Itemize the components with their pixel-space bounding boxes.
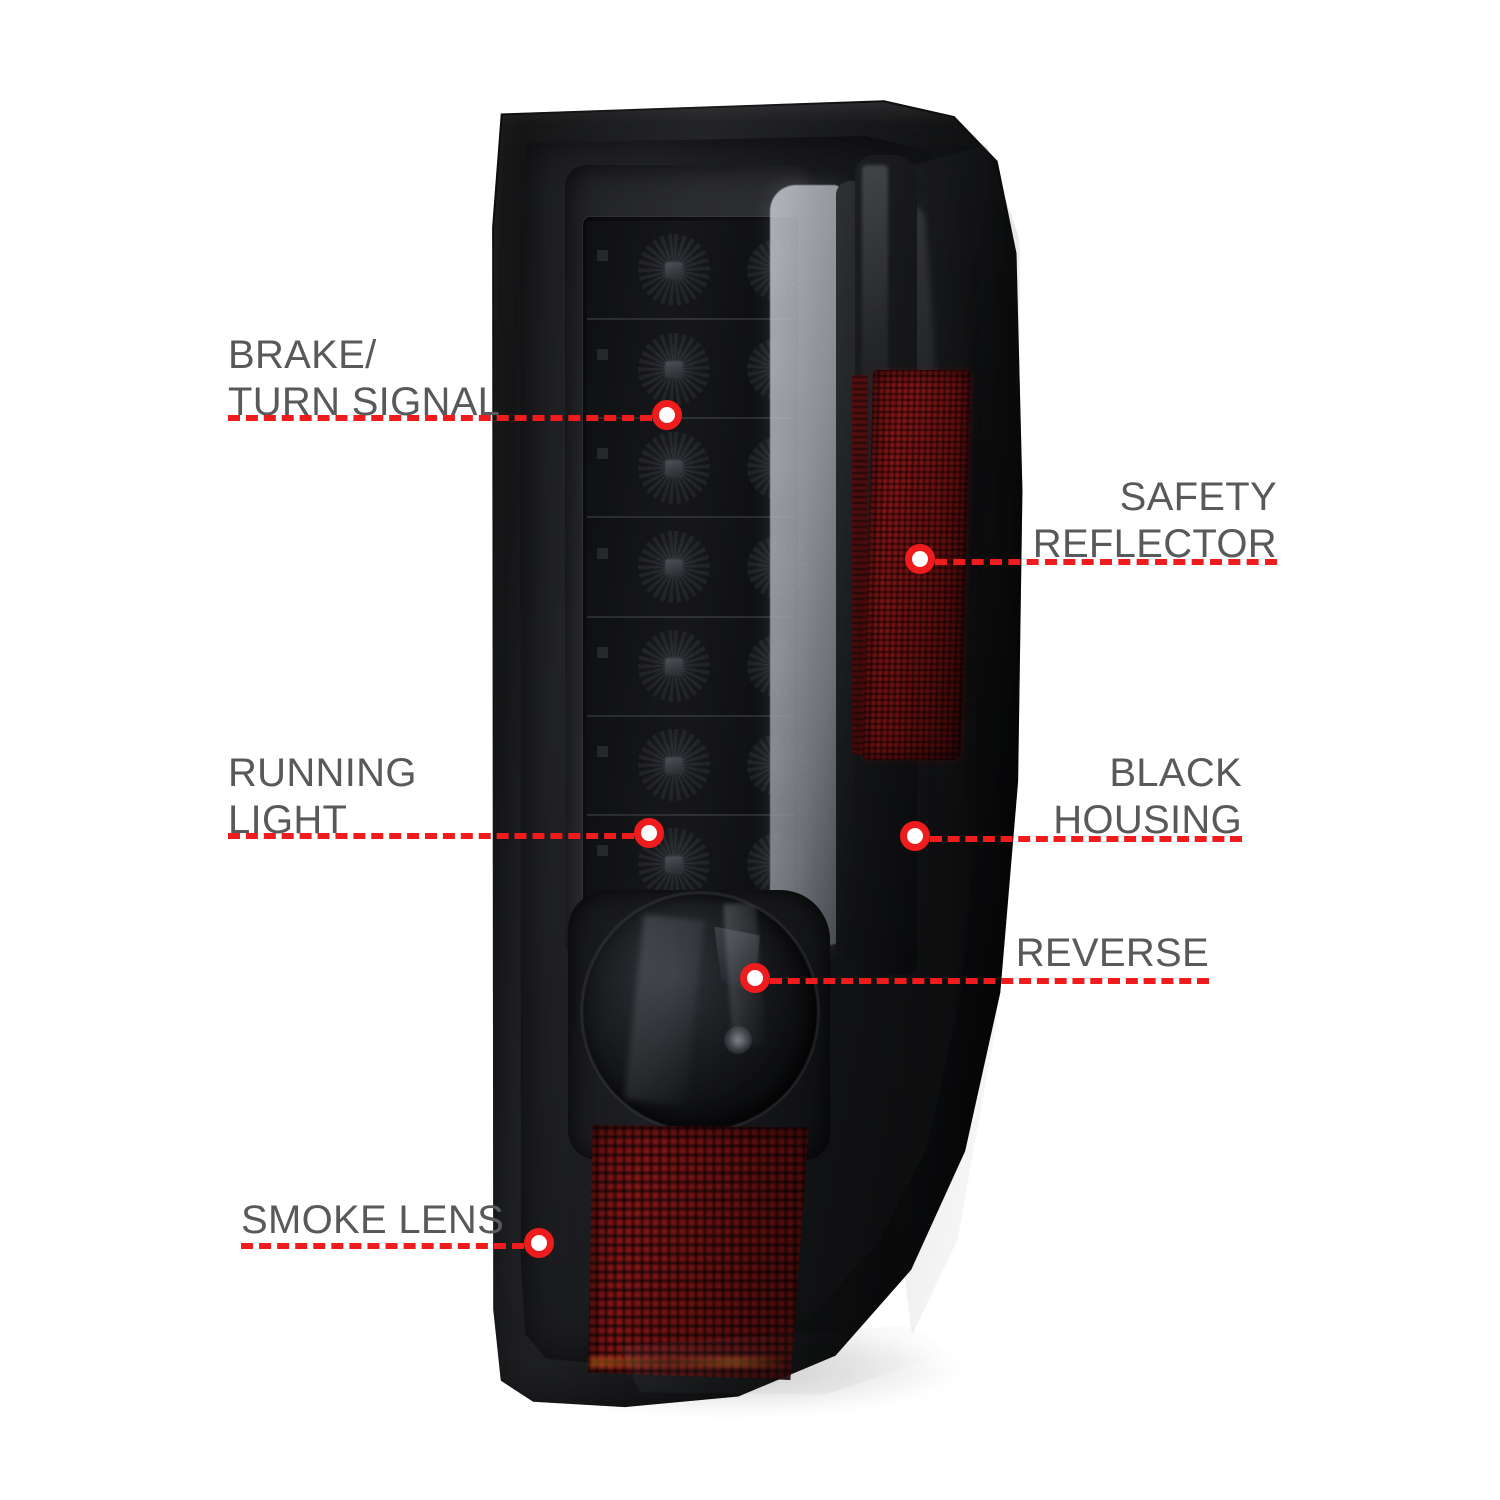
tail-light-product-image (470, 85, 1030, 1415)
lower-red-reflector (588, 1125, 809, 1380)
led-cell (587, 617, 809, 717)
callout-dot-running-light[interactable] (634, 818, 664, 848)
leader-line-smoke-lens (241, 1243, 524, 1249)
led-cell (587, 716, 809, 816)
led-brake-turn-column (583, 217, 809, 917)
callout-label-brake-turn-signal: BRAKE/ TURN SIGNAL (228, 333, 501, 424)
callout-dot-black-housing[interactable] (900, 821, 930, 851)
callout-label-black-housing: BLACK HOUSING (1053, 751, 1242, 842)
callout-label-running-light: RUNNING LIGHT (228, 751, 417, 842)
callout-dot-smoke-lens[interactable] (524, 1228, 554, 1258)
led-cell (587, 221, 809, 321)
leader-line-black-housing (930, 836, 1242, 842)
led-cell (587, 419, 809, 519)
callout-label-smoke-lens: SMOKE LENS (241, 1198, 505, 1242)
callout-label-safety-reflector: SAFETY REFLECTOR (1032, 475, 1277, 566)
leader-line-brake-turn-signal (228, 415, 652, 421)
callout-dot-safety-reflector[interactable] (905, 544, 935, 574)
led-cell (587, 320, 809, 420)
reverse-lamp-bowl (582, 893, 818, 1131)
callout-dot-reverse[interactable] (740, 963, 770, 993)
leader-line-safety-reflector (935, 559, 1277, 565)
leader-line-running-light (228, 833, 634, 839)
safety-reflector-side-strip (852, 375, 868, 755)
running-light-bar (770, 185, 842, 945)
callout-label-reverse: REVERSE (1015, 931, 1209, 975)
callout-dot-brake-turn-signal[interactable] (652, 400, 682, 430)
leader-line-reverse (770, 978, 1209, 984)
led-cell (587, 518, 809, 618)
